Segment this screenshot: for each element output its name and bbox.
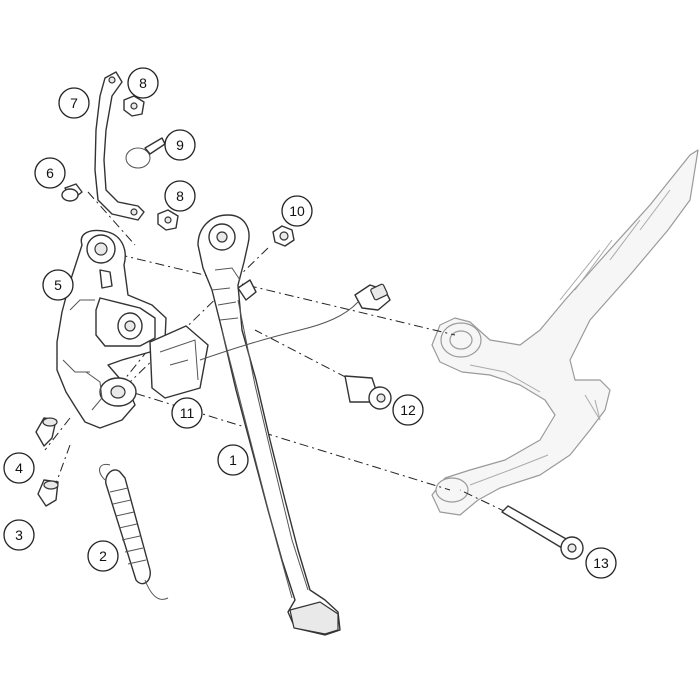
callout-label: 1 xyxy=(229,452,237,468)
mounting-bolt xyxy=(501,505,584,560)
bolt-upper xyxy=(123,95,145,117)
callout-8-upper[interactable]: 8 xyxy=(127,67,159,99)
callout-label: 2 xyxy=(99,548,107,564)
callout-12[interactable]: 12 xyxy=(392,394,424,426)
spacer-upper xyxy=(35,417,58,447)
bolt-lower xyxy=(157,209,179,231)
callout-2[interactable]: 2 xyxy=(87,540,119,572)
callout-9[interactable]: 9 xyxy=(164,129,196,161)
pivot-bolt xyxy=(344,375,392,410)
callout-label: 8 xyxy=(176,188,184,204)
small-screw xyxy=(61,183,83,202)
footrest-bracket xyxy=(431,149,699,516)
callout-label: 3 xyxy=(15,527,23,543)
callout-label: 4 xyxy=(15,460,23,476)
callout-label: 10 xyxy=(289,203,305,219)
side-stand-bracket xyxy=(56,229,209,429)
callout-label: 12 xyxy=(400,402,416,418)
side-stand xyxy=(197,214,341,636)
sensor-bracket xyxy=(94,71,145,221)
callout-6[interactable]: 6 xyxy=(34,157,66,189)
spacer-lower xyxy=(37,479,59,507)
callout-11[interactable]: 11 xyxy=(171,397,203,429)
callout-8-lower[interactable]: 8 xyxy=(164,180,196,212)
return-spring xyxy=(99,463,169,600)
callout-label: 13 xyxy=(593,555,609,571)
callout-7[interactable]: 7 xyxy=(58,87,90,119)
callout-label: 11 xyxy=(180,405,195,421)
callout-label: 6 xyxy=(46,165,54,181)
cable-clip xyxy=(125,137,166,169)
callout-13[interactable]: 13 xyxy=(585,547,617,579)
callout-label: 8 xyxy=(139,75,147,91)
callout-label: 5 xyxy=(54,277,62,293)
nut xyxy=(272,225,295,247)
callout-layer: 1 2 3 4 5 6 7 8 xyxy=(3,67,617,579)
callout-10[interactable]: 10 xyxy=(281,195,313,227)
callout-label: 9 xyxy=(176,137,184,153)
callout-3[interactable]: 3 xyxy=(3,519,35,551)
callout-5[interactable]: 5 xyxy=(42,269,74,301)
sensor-cable xyxy=(199,283,391,361)
callout-1[interactable]: 1 xyxy=(217,444,249,476)
callout-label: 7 xyxy=(70,95,78,111)
callout-4[interactable]: 4 xyxy=(3,452,35,484)
